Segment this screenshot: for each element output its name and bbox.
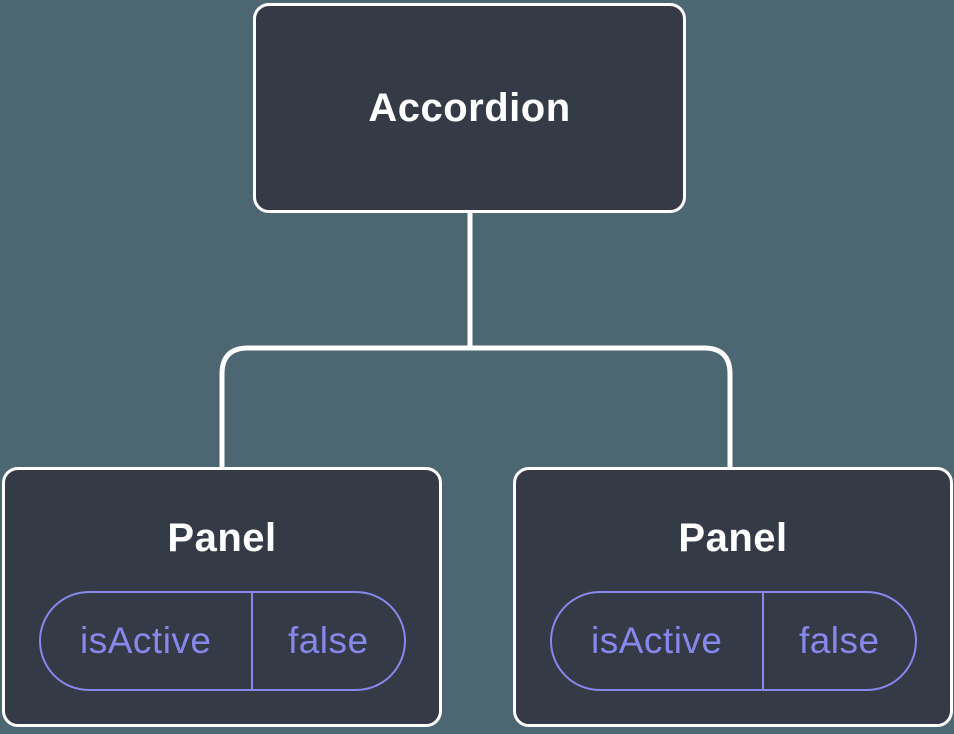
state-key-label: isActive (591, 620, 723, 661)
component-node-accordion: Accordion (253, 3, 686, 213)
connector-branch (219, 345, 733, 470)
state-pill-right: isActive false (549, 591, 917, 691)
component-label-accordion: Accordion (368, 86, 571, 130)
component-label-panel-left: Panel (167, 516, 277, 560)
component-label-panel-right: Panel (678, 516, 788, 560)
state-value-label: false (762, 593, 914, 689)
state-key-label: isActive (80, 620, 212, 661)
component-node-panel-left: Panel isActive false (2, 467, 442, 727)
state-pill-left: isActive false (38, 591, 406, 691)
state-value-label: false (251, 593, 403, 689)
component-node-panel-right: Panel isActive false (513, 467, 953, 727)
